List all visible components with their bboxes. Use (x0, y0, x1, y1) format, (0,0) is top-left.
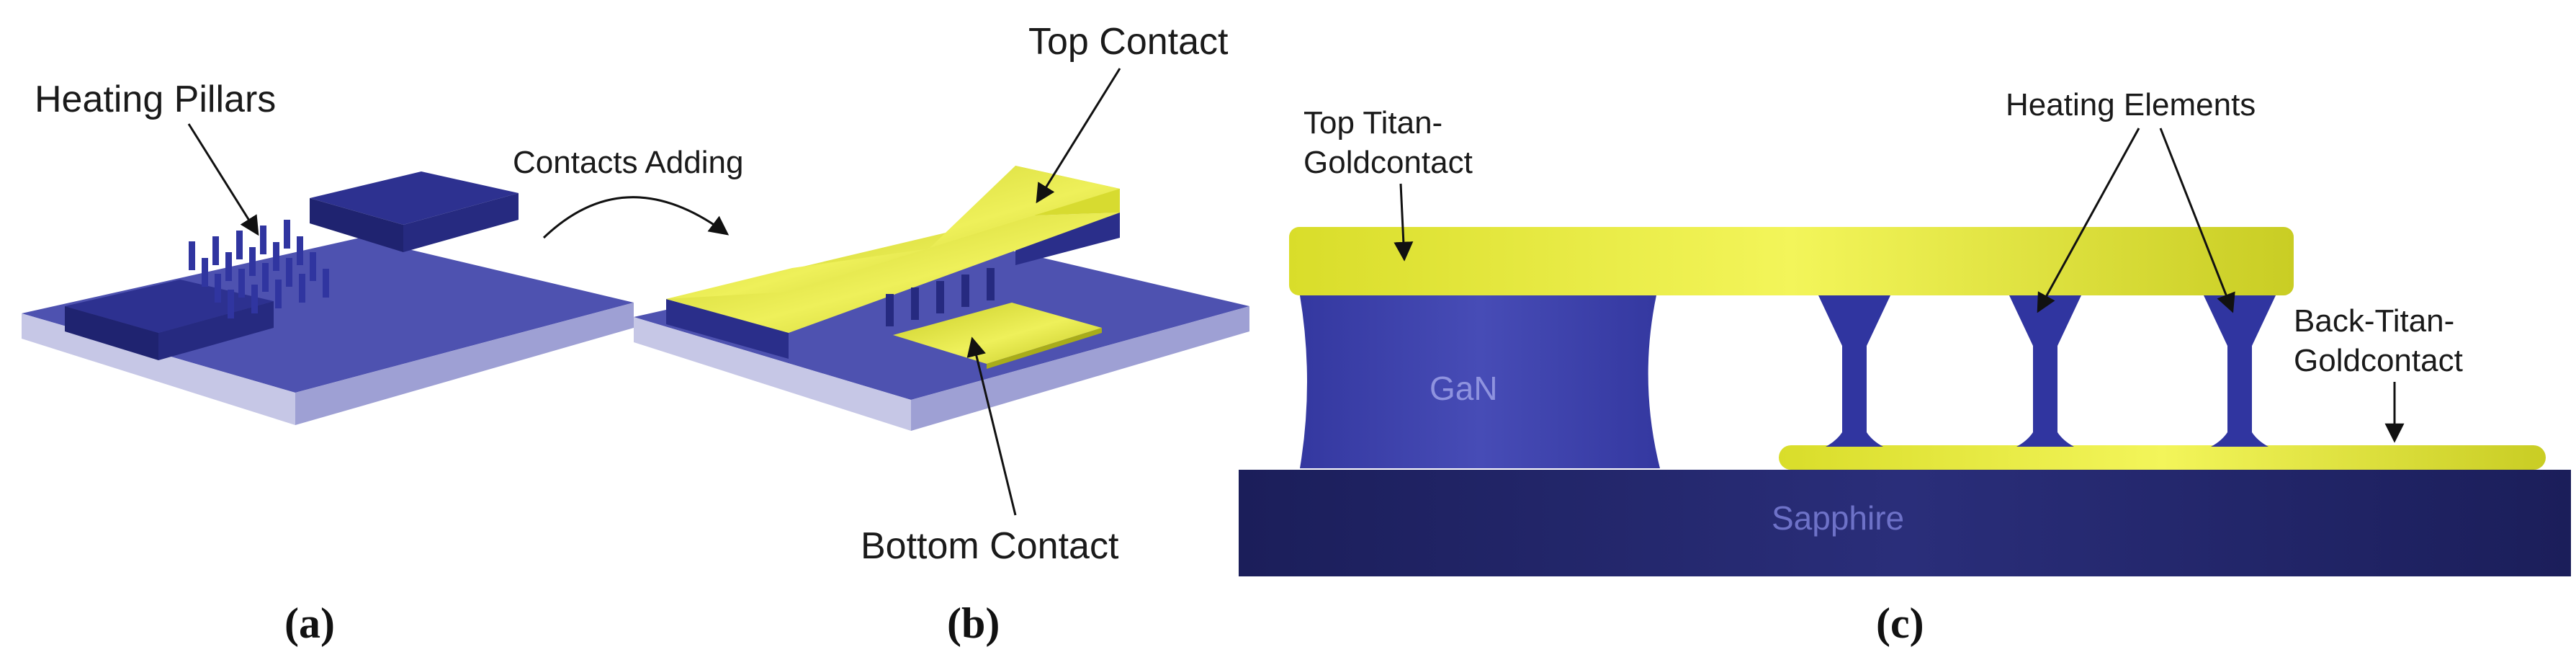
label-back-contact-line2: Goldcontact (2294, 343, 2463, 378)
gan-block (1300, 295, 1660, 468)
substrate-front-a (22, 313, 295, 425)
caption-b: (b) (947, 599, 1000, 647)
label-top-contact-c-line1: Top Titan- (1303, 105, 1442, 140)
back-contact (1779, 445, 2546, 470)
bottom-contact-b (893, 303, 1102, 364)
caption-a: (a) (284, 599, 335, 647)
arrow-top-contact (1036, 68, 1121, 204)
substrate-front-b (634, 317, 911, 431)
arrow-top-contact-c (1394, 183, 1414, 262)
top-contact-b (666, 213, 1120, 333)
transition-arrow: Contacts Adding (513, 145, 743, 239)
gan-block-right-a (310, 171, 519, 225)
top-contact-c (1289, 227, 2294, 295)
label-top-contact-c-line2: Goldcontact (1303, 145, 1473, 180)
heating-element-3 (2204, 295, 2276, 447)
label-top-contact: Top Contact (1028, 21, 1229, 63)
panel-c: Sapphire GaN Top Titan- Goldcontact Heat… (1239, 87, 2571, 647)
label-back-contact-line1: Back-Titan- (2294, 303, 2454, 339)
arrow-heating-pillars (187, 123, 259, 236)
heating-pillars-a (189, 220, 329, 318)
substrate-top-b (634, 241, 1249, 400)
gan-block-left-a (65, 280, 274, 333)
label-contacts-adding: Contacts Adding (513, 145, 743, 180)
heating-pillars-b (886, 268, 995, 326)
substrate-side-b (911, 306, 1249, 431)
label-heating-pillars: Heating Pillars (35, 79, 276, 120)
heating-element-1 (1818, 295, 1890, 447)
heating-elements (1818, 295, 2276, 447)
panel-b: Top Contact Bottom Contact (b) (634, 21, 1249, 647)
label-heating-elements: Heating Elements (2006, 87, 2256, 122)
curved-arrow (542, 196, 730, 239)
substrate-side-a (295, 303, 634, 425)
label-gan: GaN (1430, 370, 1498, 407)
caption-c: (c) (1876, 599, 1924, 647)
arrow-heating-2 (2159, 128, 2235, 313)
arrow-heating-1 (2037, 128, 2140, 313)
label-sapphire: Sapphire (1772, 499, 1904, 537)
arrow-bottom-contact (966, 336, 1017, 516)
label-bottom-contact: Bottom Contact (861, 525, 1119, 567)
panel-a: Heating Pillars (a) (22, 79, 634, 647)
sapphire-layer (1239, 470, 2571, 576)
heating-element-2 (2009, 295, 2081, 447)
